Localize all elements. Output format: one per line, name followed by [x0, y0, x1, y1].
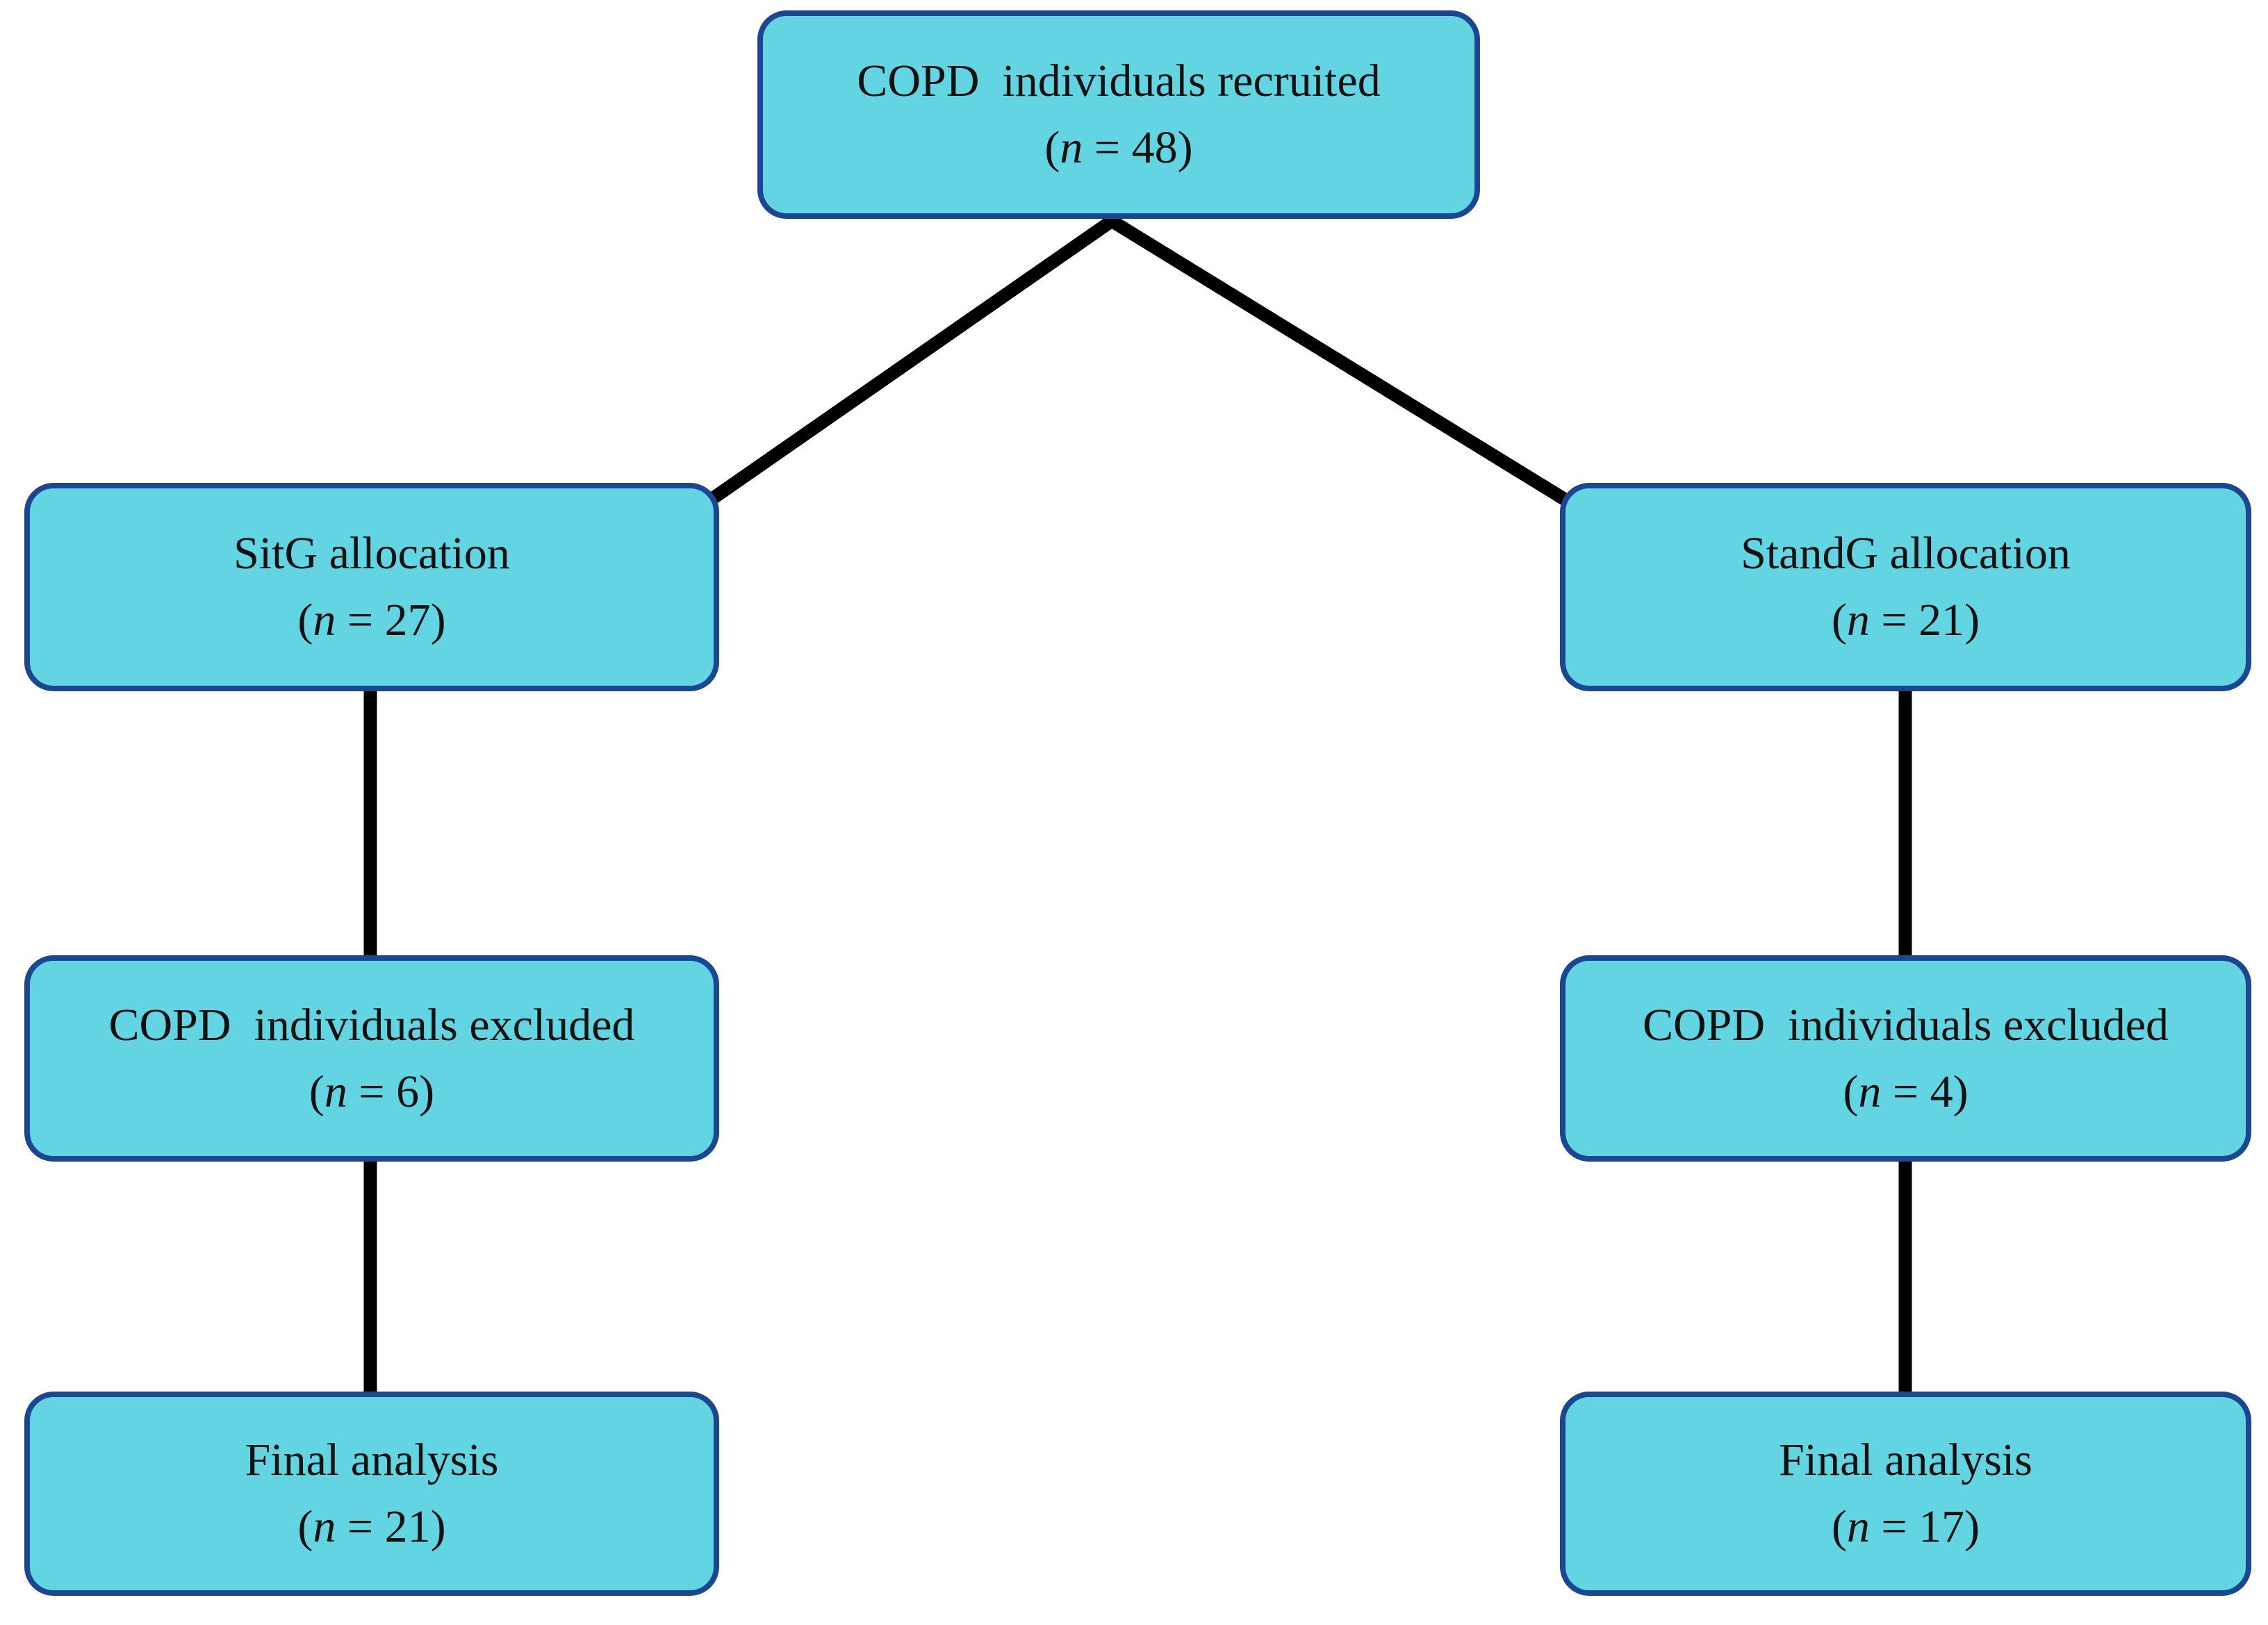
node-sitg-final-count: (n = 21): [297, 1494, 445, 1560]
count-open: (: [297, 595, 313, 645]
node-sitg-allocation: SitG allocation (n = 27): [24, 483, 719, 691]
node-copd-recruited-count: (n = 48): [1044, 115, 1192, 181]
node-standg-excluded: COPD individuals excluded (n = 4): [1560, 955, 2251, 1162]
count-var: n: [313, 1501, 336, 1552]
node-copd-recruited-label: COPD individuals recruited: [857, 56, 1381, 107]
node-standg-excluded-label: COPD individuals excluded: [1642, 999, 2169, 1050]
count-rest: = 27): [336, 595, 446, 645]
node-standg-final-count: (n = 17): [1832, 1494, 1980, 1560]
count-rest: = 17): [1869, 1501, 1980, 1552]
count-rest: = 4): [1881, 1066, 1969, 1117]
node-copd-recruited: COPD individuals recruited (n = 48): [757, 10, 1480, 219]
count-open: (: [1831, 1501, 1847, 1552]
count-open: (: [1831, 595, 1847, 645]
count-var: n: [313, 595, 336, 645]
count-rest: = 21): [1869, 595, 1980, 645]
node-standg-final-analysis: Final analysis (n = 17): [1560, 1392, 2251, 1596]
node-sitg-excluded-count: (n = 6): [309, 1059, 434, 1125]
node-sitg-allocation-count: (n = 27): [297, 587, 445, 654]
count-open: (: [1044, 122, 1060, 173]
node-standg-final-label: Final analysis: [1779, 1435, 2032, 1486]
node-standg-allocation: StandG allocation (n = 21): [1560, 483, 2251, 691]
node-standg-excluded-count: (n = 4): [1843, 1059, 1968, 1125]
count-var: n: [1060, 122, 1083, 173]
node-sitg-final-label: Final analysis: [245, 1435, 499, 1486]
node-sitg-excluded-label: COPD individuals excluded: [108, 999, 635, 1050]
node-sitg-final-analysis: Final analysis (n = 21): [24, 1392, 719, 1596]
node-sitg-excluded: COPD individuals excluded (n = 6): [24, 955, 719, 1162]
count-var: n: [1846, 1501, 1870, 1552]
count-var: n: [1858, 1066, 1882, 1117]
count-rest: = 6): [347, 1066, 435, 1117]
count-var: n: [1846, 595, 1870, 645]
node-standg-allocation-count: (n = 21): [1832, 587, 1980, 654]
count-open: (: [309, 1066, 324, 1117]
count-open: (: [297, 1501, 313, 1552]
count-rest: = 21): [336, 1501, 446, 1552]
connector-recruited-branches: [706, 213, 1575, 510]
node-standg-allocation-label: StandG allocation: [1741, 528, 2071, 579]
count-rest: = 48): [1083, 122, 1193, 173]
node-sitg-allocation-label: SitG allocation: [233, 528, 510, 579]
count-var: n: [324, 1066, 347, 1117]
count-open: (: [1843, 1066, 1859, 1117]
